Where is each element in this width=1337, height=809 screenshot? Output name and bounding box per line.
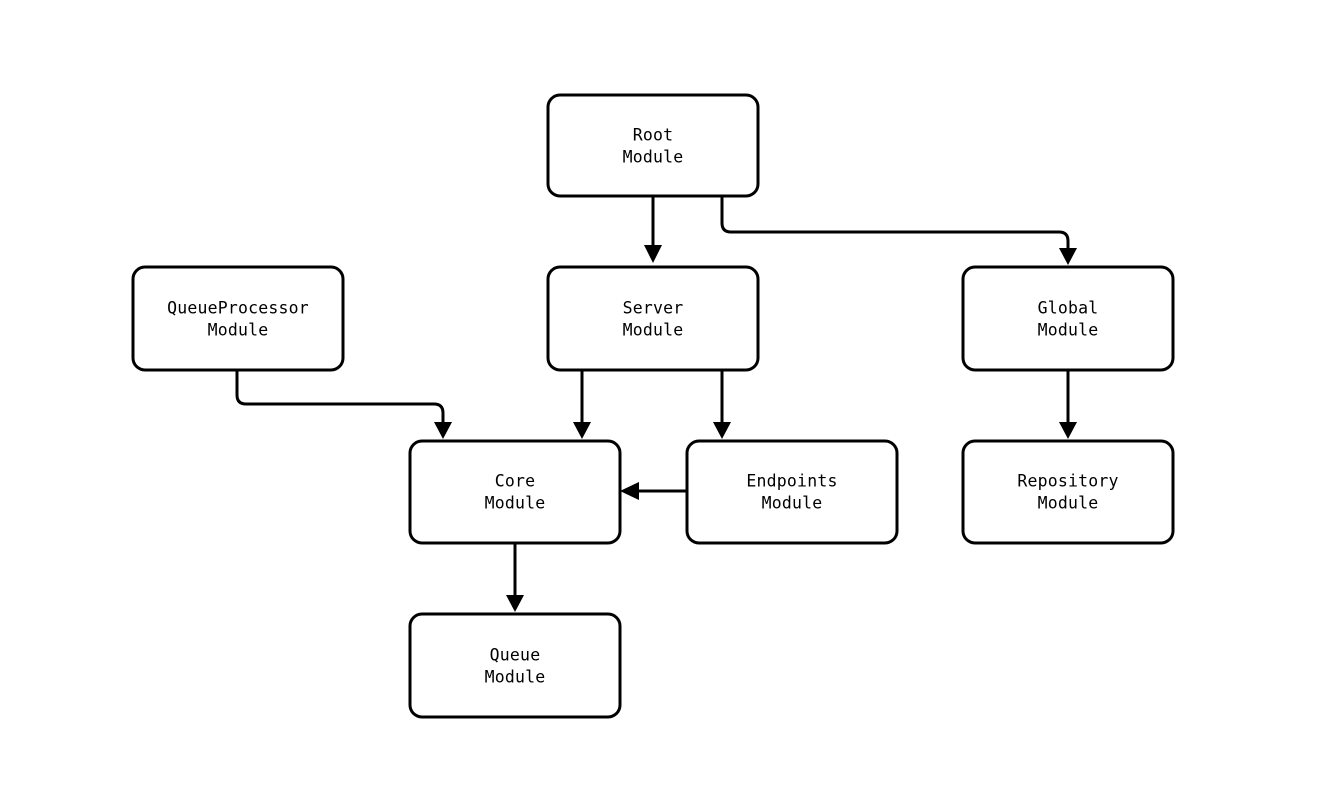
- node-server-module-label-line2: Module: [623, 321, 684, 340]
- node-root-module-box[interactable]: [546, 93, 760, 198]
- node-endpoints-module-label-line1: Endpoints: [746, 472, 837, 491]
- node-queue-module[interactable]: Queue Module: [408, 612, 622, 719]
- edge-layer: [235, 196, 1077, 612]
- node-core-module-label-line1: Core: [495, 472, 536, 491]
- node-global-module-box[interactable]: [961, 265, 1175, 372]
- node-queueprocessor-module-box[interactable]: [131, 265, 345, 372]
- node-global-module-label-line1: Global: [1038, 299, 1099, 318]
- node-global-module[interactable]: Global Module: [961, 265, 1175, 372]
- edge-global-to-repository-arrowhead: [1059, 422, 1077, 439]
- edge-root-to-server-arrowhead: [644, 245, 662, 263]
- edge-server-to-endpoints-arrowhead: [713, 422, 731, 439]
- edge-queueprocessor-to-core-arrowhead: [434, 422, 452, 439]
- node-core-module-label-line2: Module: [485, 494, 546, 513]
- node-repository-module-label-line2: Module: [1038, 494, 1099, 513]
- node-global-module-label-line2: Module: [1038, 321, 1099, 340]
- edge-root-to-server: [644, 196, 662, 263]
- node-queueprocessor-module[interactable]: QueueProcessor Module: [131, 265, 345, 372]
- node-endpoints-module[interactable]: Endpoints Module: [685, 439, 899, 545]
- node-server-module[interactable]: Server Module: [546, 265, 760, 372]
- edge-root-to-global-line: [720, 196, 1070, 249]
- edge-server-to-endpoints: [713, 370, 731, 439]
- node-layer: Root Module QueueProcessor Module Server…: [131, 93, 1175, 719]
- node-queue-module-label-line1: Queue: [490, 646, 541, 665]
- node-endpoints-module-label-line2: Module: [762, 494, 823, 513]
- node-repository-module-box[interactable]: [961, 439, 1175, 545]
- edge-endpoints-to-core: [620, 482, 687, 500]
- edge-root-to-global: [720, 196, 1077, 265]
- edge-root-to-global-arrowhead: [1059, 248, 1077, 265]
- node-core-module-box[interactable]: [408, 439, 622, 545]
- edge-queueprocessor-to-core: [235, 370, 452, 439]
- node-root-module[interactable]: Root Module: [546, 93, 760, 198]
- node-server-module-box[interactable]: [546, 265, 760, 372]
- node-server-module-label-line1: Server: [623, 299, 684, 318]
- edge-server-to-core: [573, 370, 591, 439]
- edge-core-to-queue: [506, 543, 524, 612]
- node-queueprocessor-module-label-line2: Module: [208, 321, 269, 340]
- edge-core-to-queue-arrowhead: [506, 595, 524, 612]
- edge-global-to-repository: [1059, 370, 1077, 439]
- node-repository-module[interactable]: Repository Module: [961, 439, 1175, 545]
- edge-server-to-core-arrowhead: [573, 422, 591, 439]
- edge-queueprocessor-to-core-line: [235, 370, 445, 423]
- node-endpoints-module-box[interactable]: [685, 439, 899, 545]
- node-root-module-label-line2: Module: [623, 148, 684, 167]
- node-queue-module-box[interactable]: [408, 612, 622, 719]
- node-repository-module-label-line1: Repository: [1017, 472, 1118, 491]
- node-queueprocessor-module-label-line1: QueueProcessor: [167, 299, 309, 318]
- node-queue-module-label-line2: Module: [485, 668, 546, 687]
- node-root-module-label-line1: Root: [633, 126, 674, 145]
- edge-endpoints-to-core-arrowhead: [620, 482, 639, 500]
- node-core-module[interactable]: Core Module: [408, 439, 622, 545]
